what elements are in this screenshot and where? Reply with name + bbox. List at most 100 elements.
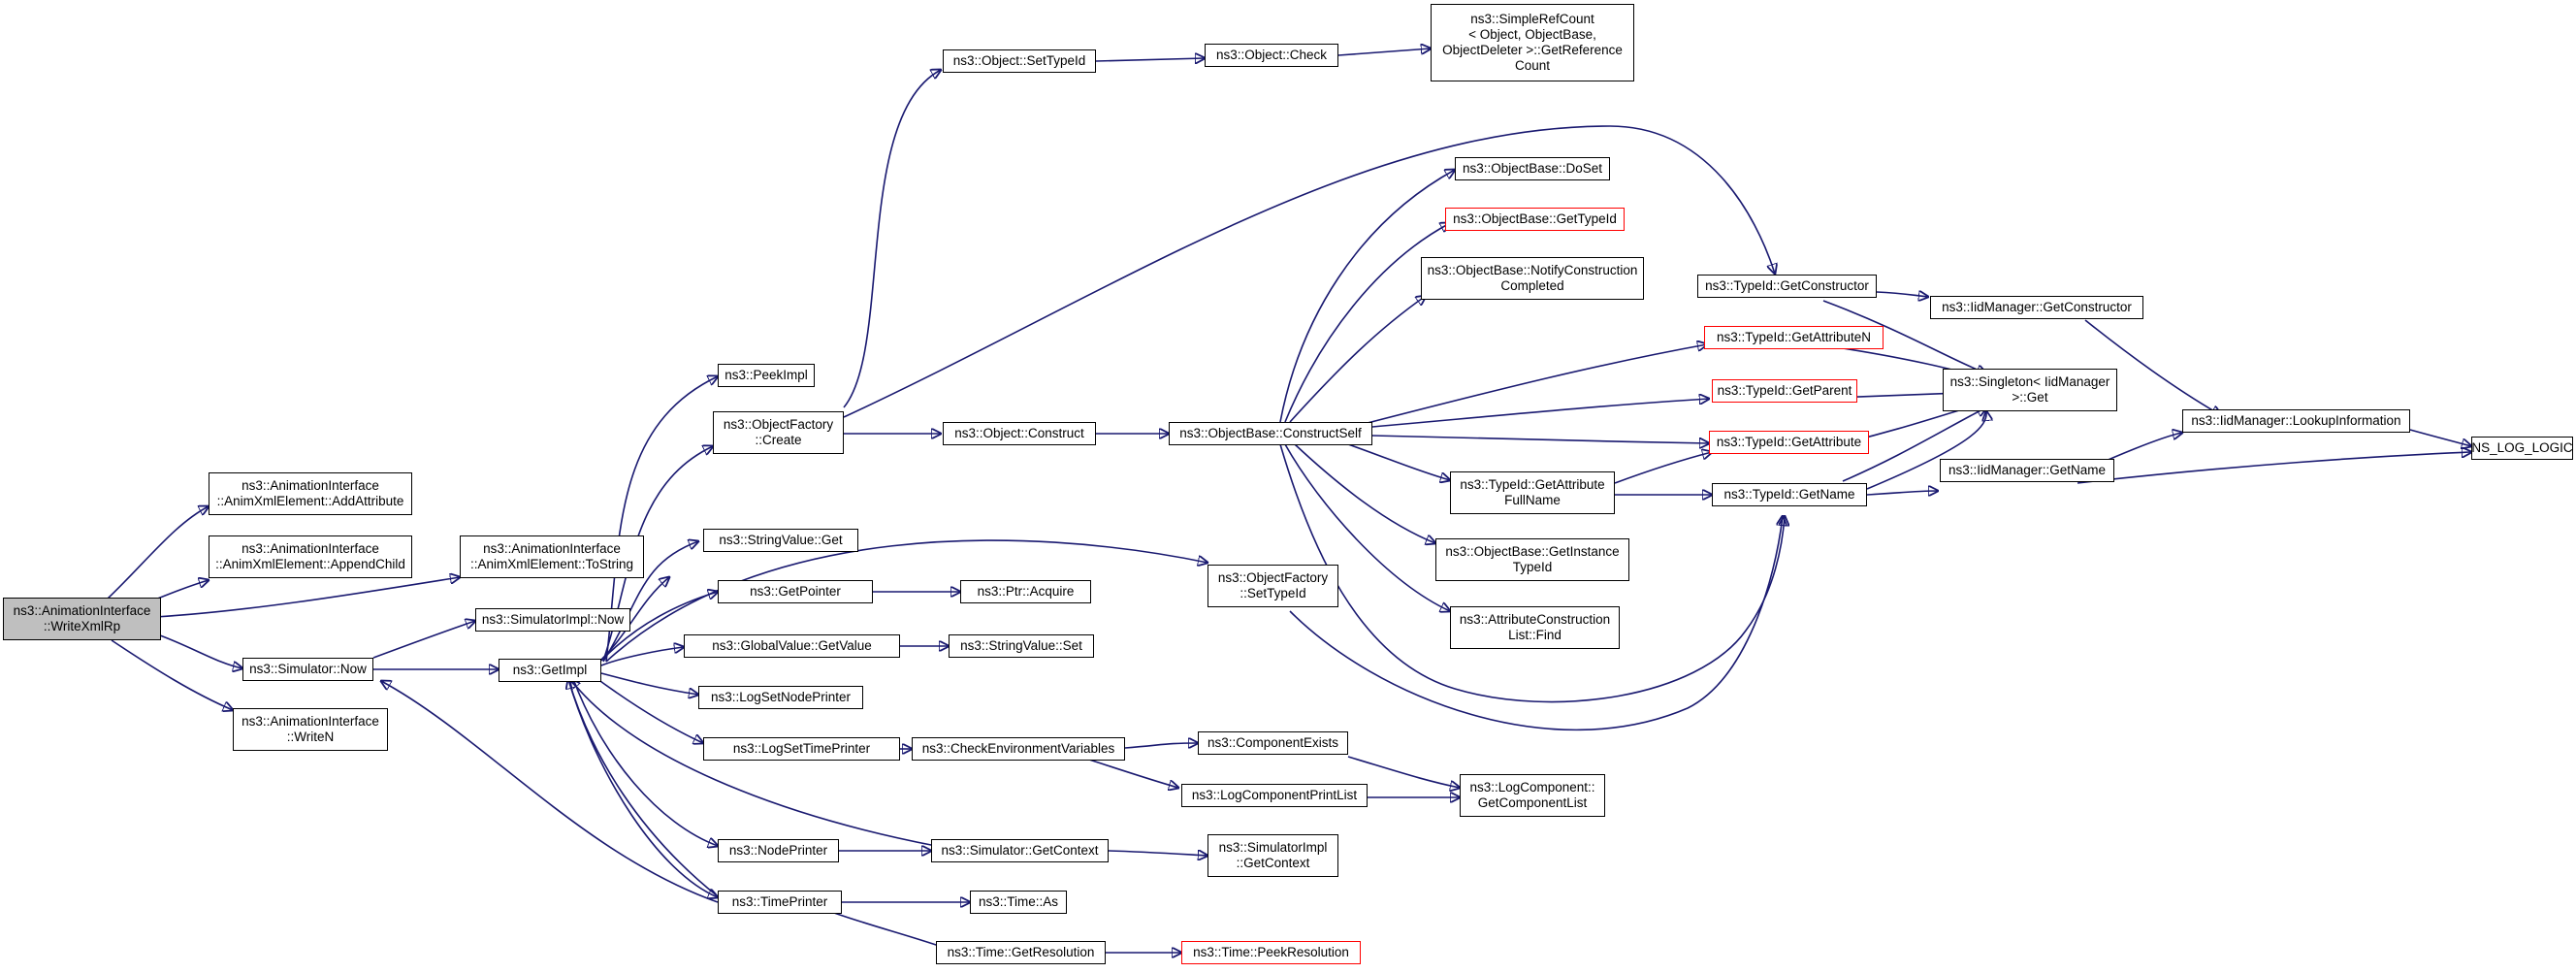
node-typeid-getattribute[interactable]: ns3::TypeId::GetAttribute [1709,431,1869,454]
node-nodeprinter[interactable]: ns3::NodePrinter [718,839,839,862]
node-attributeconstructionlist-find[interactable]: ns3::AttributeConstruction List::Find [1450,606,1620,649]
node-singleton-get[interactable]: ns3::Singleton< IidManager >::Get [1943,369,2117,411]
edge [570,679,937,847]
edge [1347,443,1450,480]
edge [154,577,460,618]
edge [602,541,698,663]
node-typeid-getattributefullname[interactable]: ns3::TypeId::GetAttribute FullName [1450,471,1615,514]
node-line: ns3::ObjectFactory [723,417,834,432]
node-time-as[interactable]: ns3::Time::As [970,891,1067,914]
node-line: ns3::LogSetTimePrinter [732,741,871,756]
node-line: ns3::TypeId::GetName [1723,487,1855,502]
node-logcomponentprintlist[interactable]: ns3::LogComponentPrintList [1181,784,1368,807]
node-line: ns3::Simulator::Now [249,662,367,676]
node-typeid-getattributen[interactable]: ns3::TypeId::GetAttributeN [1704,326,1884,349]
edge [1822,300,1986,373]
node-line: ns3::ObjectBase::GetTypeId [1453,211,1617,226]
edge [568,679,719,897]
node-getimpl[interactable]: ns3::GetImpl [499,659,601,682]
node-line: ns3::LogComponentPrintList [1191,788,1358,802]
node-time-peekresolution[interactable]: ns3::Time::PeekResolution [1181,941,1361,964]
node-ptr-acquire[interactable]: ns3::Ptr::Acquire [960,580,1091,603]
node-addattribute[interactable]: ns3::AnimationInterface ::AnimXmlElement… [209,472,412,515]
node-line: ns3::IidManager::GetName [1948,463,2107,477]
node-typeid-getconstructor[interactable]: ns3::TypeId::GetConstructor [1697,275,1877,298]
node-object-check[interactable]: ns3::Object::Check [1205,44,1338,67]
edge [159,634,242,668]
node-line: ns3::AnimationInterface [242,714,379,729]
edge [571,675,718,846]
edge [1289,296,1426,423]
node-componentexists[interactable]: ns3::ComponentExists [1198,731,1348,755]
node-ns-log-logic[interactable]: NS_LOG_LOGIC [2471,437,2573,460]
node-simulator-getcontext[interactable]: ns3::Simulator::GetContext [931,839,1109,862]
node-object-construct[interactable]: ns3::Object::Construct [943,422,1096,445]
node-line: TypeId [1512,560,1553,574]
edge [833,912,950,950]
node-tostring[interactable]: ns3::AnimationInterface ::AnimXmlElement… [460,535,644,578]
node-peekimpl[interactable]: ns3::PeekImpl [718,364,815,387]
node-checkenvironmentvariables[interactable]: ns3::CheckEnvironmentVariables [912,737,1125,761]
node-line: ns3::AnimationInterface [242,478,379,493]
edge [2084,319,2221,415]
node-line: ns3::NodePrinter [728,843,828,858]
node-line: ns3::TypeId::GetParent [1717,383,1852,398]
node-line: ns3::Simulator::GetContext [941,843,1099,858]
node-line: ns3::TypeId::GetAttributeN [1716,330,1872,344]
node-iidmanager-lookupinformation[interactable]: ns3::IidManager::LookupInformation [2182,409,2410,433]
node-line: ::Create [755,433,802,447]
node-typeid-getparent[interactable]: ns3::TypeId::GetParent [1712,379,1857,403]
edge [1284,443,1450,611]
node-object-settypeid[interactable]: ns3::Object::SetTypeId [943,49,1096,73]
node-logsetnodeprinter[interactable]: ns3::LogSetNodePrinter [698,686,863,709]
node-line: ns3::StringValue::Set [960,638,1082,653]
node-objectbase-getinstancetypeid[interactable]: ns3::ObjectBase::GetInstance TypeId [1435,538,1629,581]
node-line: ns3::Time::GetResolution [947,945,1095,959]
node-line: ns3::IidManager::LookupInformation [2191,413,2401,428]
node-writen[interactable]: ns3::AnimationInterface ::WriteN [233,708,388,751]
edge [1866,411,1986,490]
node-objectbase-doset[interactable]: ns3::ObjectBase::DoSet [1455,157,1610,180]
node-typeid-getname[interactable]: ns3::TypeId::GetName [1712,483,1867,506]
edge [1367,344,1707,424]
node-logcomponent-getcomponentlist[interactable]: ns3::LogComponent:: GetComponentList [1460,774,1605,817]
node-line: ns3::StringValue::Get [719,533,843,547]
node-objectfactory-settypeid[interactable]: ns3::ObjectFactory ::SetTypeId [1208,565,1338,607]
node-line: Completed [1500,278,1564,293]
node-getpointer[interactable]: ns3::GetPointer [718,580,873,603]
node-line: ns3::LogSetNodePrinter [710,690,852,704]
node-time-getresolution[interactable]: ns3::Time::GetResolution [936,941,1106,964]
node-line: ::WriteN [286,730,335,744]
node-line: >::Get [2012,390,2048,405]
edge [605,539,1208,663]
node-line: ns3::GetPointer [750,584,841,599]
node-simulator-now[interactable]: ns3::Simulator::Now [242,658,373,681]
node-simulatorimpl-now[interactable]: ns3::SimulatorImpl::Now [475,608,630,632]
node-line: ns3::Time::As [978,894,1059,909]
node-objectbase-notifyconstructioncompleted[interactable]: ns3::ObjectBase::NotifyConstruction Comp… [1421,257,1644,300]
node-writexmlrp[interactable]: ns3::AnimationInterface ::WriteXmlRp [3,598,161,640]
node-objectbase-constructself[interactable]: ns3::ObjectBase::ConstructSelf [1169,422,1372,445]
node-line: ns3::CheckEnvironmentVariables [921,741,1115,756]
node-appendchild[interactable]: ns3::AnimationInterface ::AnimXmlElement… [209,535,412,578]
node-timeprinter[interactable]: ns3::TimePrinter [718,891,842,914]
edge [1284,223,1450,423]
node-line: ns3::Object::Construct [954,426,1084,440]
node-stringvalue-set[interactable]: ns3::StringValue::Set [949,634,1094,658]
node-stringvalue-get[interactable]: ns3::StringValue::Get [703,529,858,552]
node-line: ::SetTypeId [1240,586,1306,600]
node-line: ns3::Time::PeekResolution [1193,945,1349,959]
edge [111,639,233,710]
node-logsettimeprinter[interactable]: ns3::LogSetTimePrinter [703,737,900,761]
node-objectfactory-create[interactable]: ns3::ObjectFactory ::Create [713,411,844,454]
node-objectbase-gettypeid[interactable]: ns3::ObjectBase::GetTypeId [1445,208,1625,231]
node-line: ns3::AttributeConstruction [1459,612,1611,627]
node-globalvalue-getvalue[interactable]: ns3::GlobalValue::GetValue [684,634,900,658]
node-line: ns3::ObjectFactory [1217,570,1329,585]
node-simplerefcount[interactable]: ns3::SimpleRefCount < Object, ObjectBase… [1431,4,1634,81]
node-iidmanager-getname[interactable]: ns3::IidManager::GetName [1940,459,2114,482]
node-line: ns3::SimulatorImpl::Now [481,612,625,627]
node-simulatorimpl-getcontext[interactable]: ns3::SimulatorImpl ::GetContext [1208,834,1338,877]
node-line: ns3::Object::Check [1215,48,1328,62]
node-iidmanager-getconstructor[interactable]: ns3::IidManager::GetConstructor [1930,296,2143,319]
